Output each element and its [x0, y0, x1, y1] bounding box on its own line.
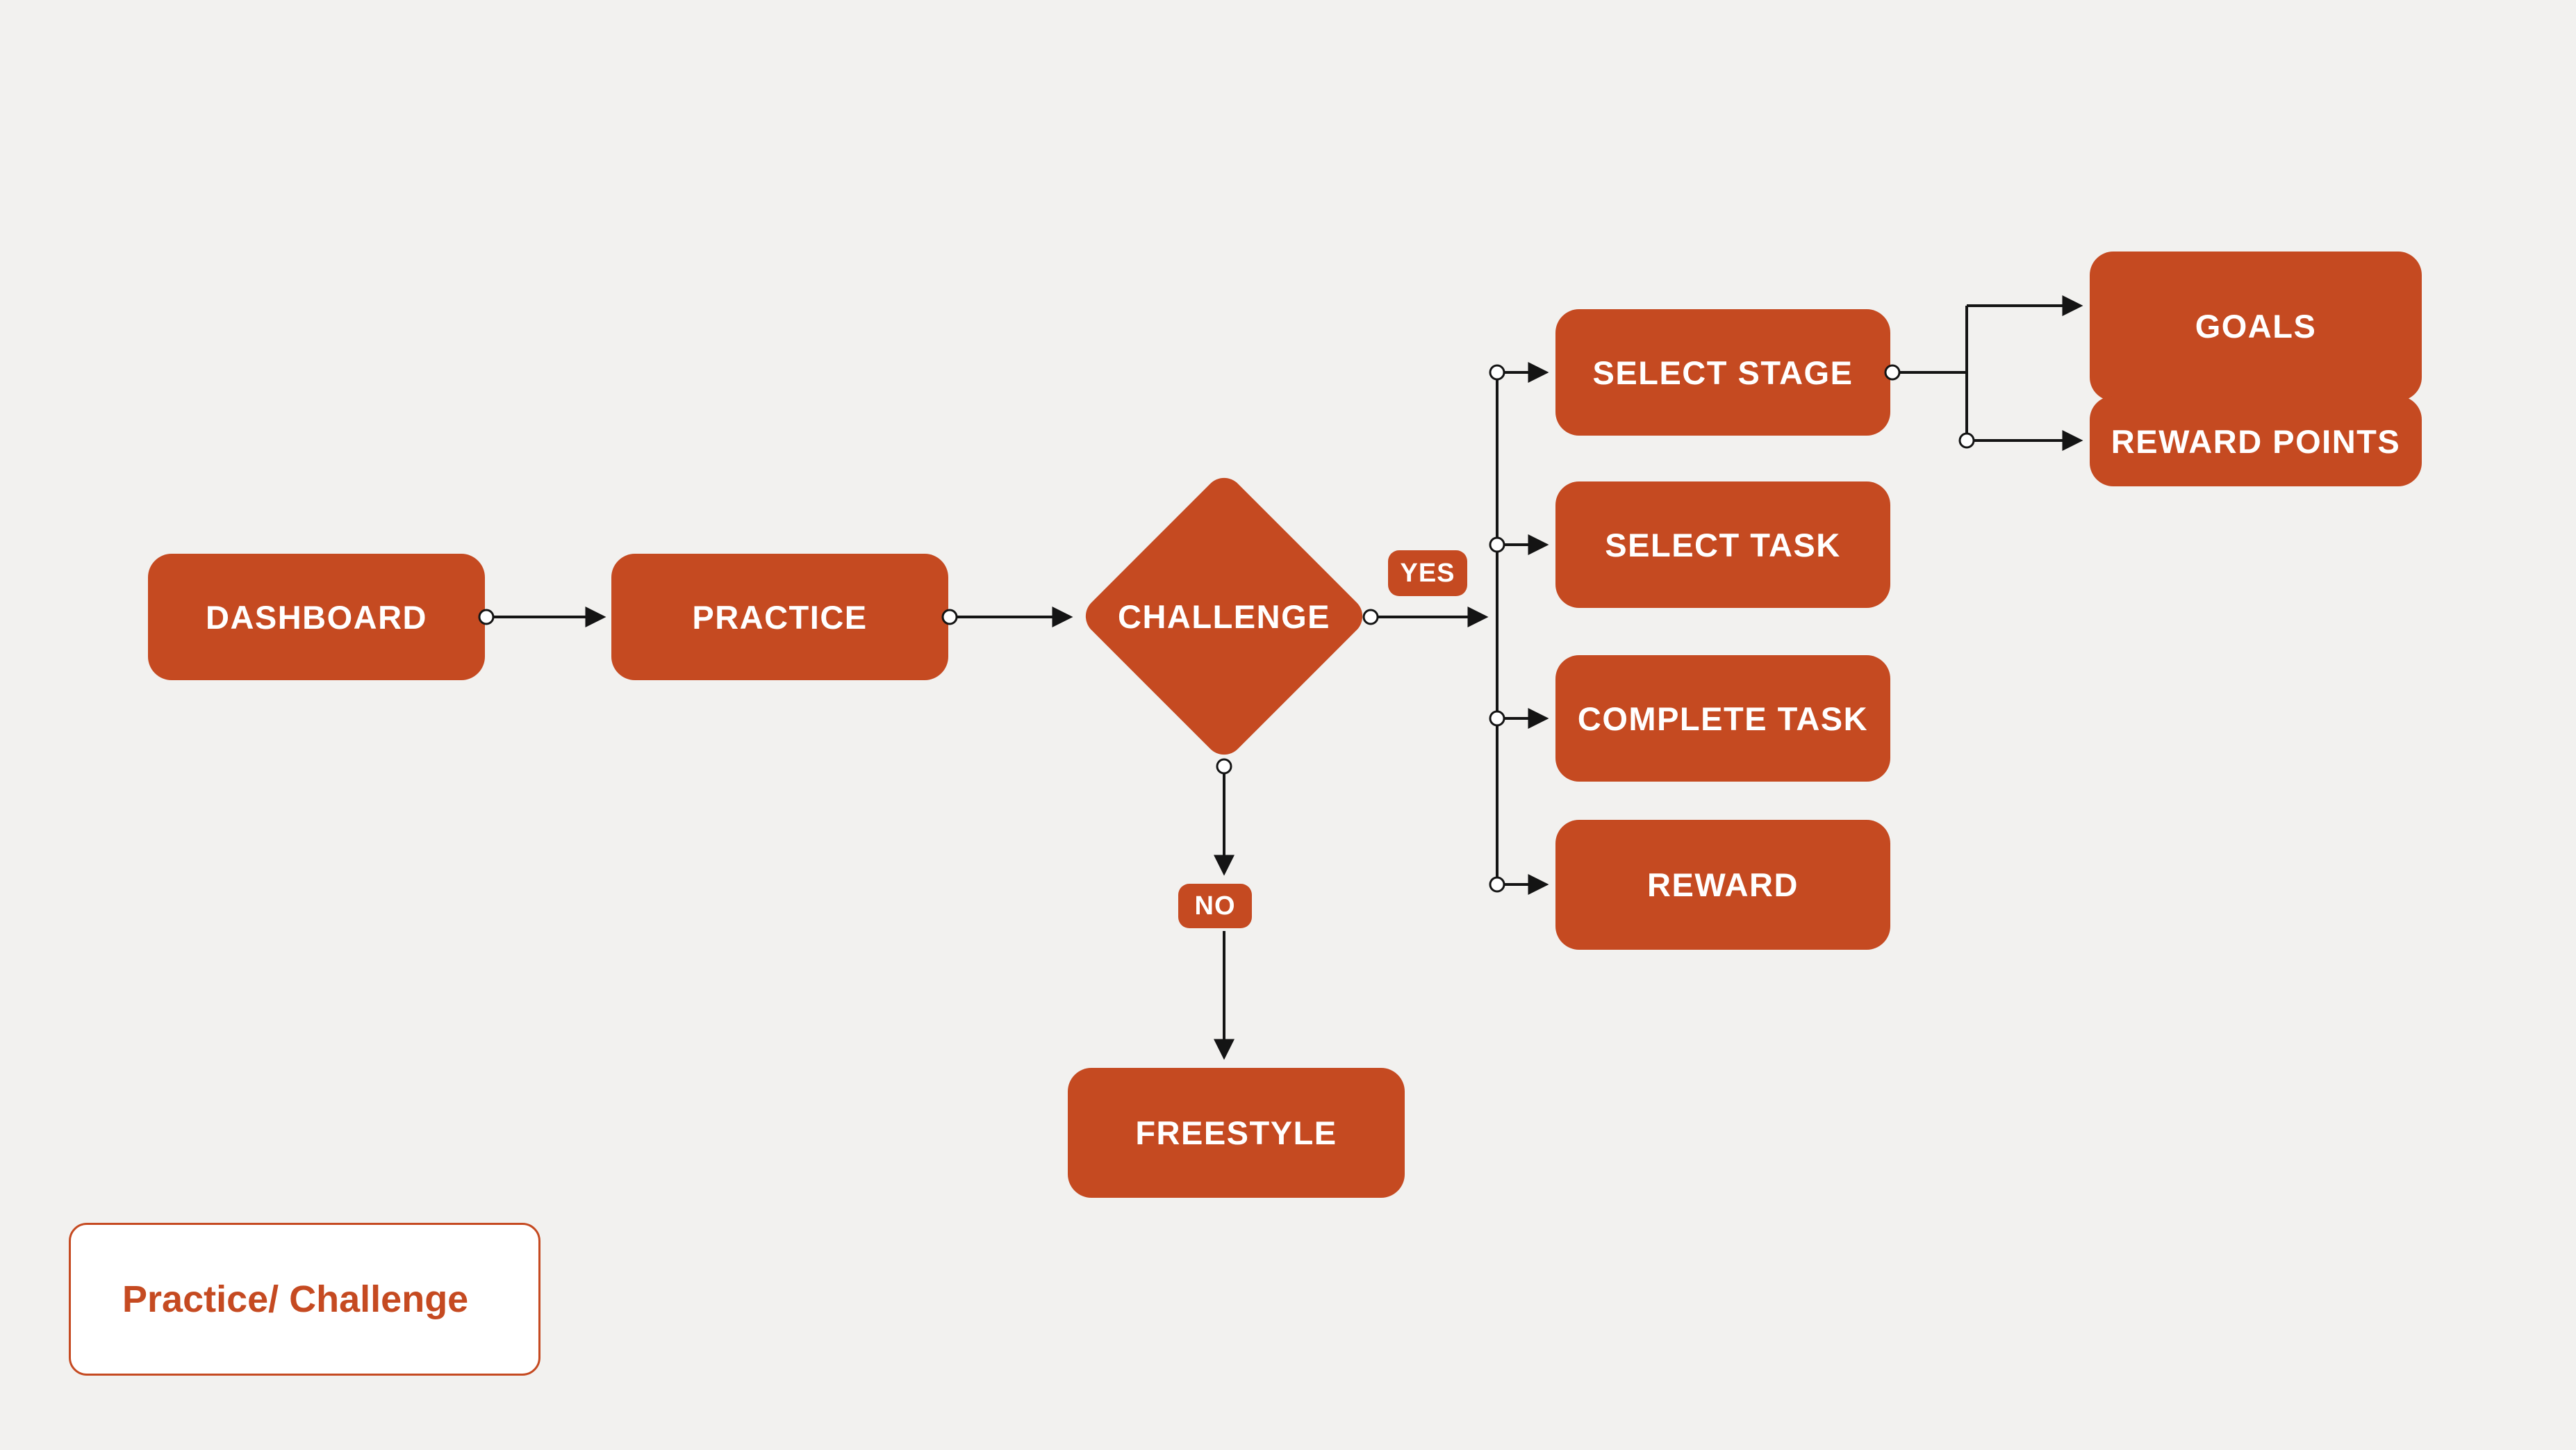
node-practice: PRACTICE — [611, 554, 948, 680]
node-reward: REWARD — [1555, 820, 1890, 950]
junction-dot — [1489, 710, 1505, 727]
node-complete-task: COMPLETE TASK — [1555, 655, 1890, 782]
junction-dot — [1216, 758, 1232, 775]
node-challenge-label: CHALLENGE — [1118, 598, 1330, 635]
node-select-task: SELECT TASK — [1555, 481, 1890, 608]
junction-dot — [1489, 876, 1505, 893]
node-goals: GOALS — [2090, 252, 2422, 401]
junction-dot — [1489, 364, 1505, 381]
node-dashboard: DASHBOARD — [148, 554, 485, 680]
node-challenge-decision: CHALLENGE — [1078, 470, 1371, 763]
junction-dot — [1958, 432, 1975, 449]
node-reward-points: REWARD POINTS — [2090, 396, 2422, 486]
legend-box: Practice/ Challenge — [69, 1223, 540, 1376]
edge-label-no: NO — [1178, 884, 1252, 928]
legend-label: Practice/ Challenge — [122, 1278, 469, 1320]
junction-dot — [1362, 609, 1379, 625]
node-select-stage: SELECT STAGE — [1555, 309, 1890, 436]
node-freestyle: FREESTYLE — [1068, 1068, 1405, 1198]
junction-dot — [1489, 536, 1505, 553]
edge-label-yes: YES — [1388, 550, 1467, 596]
